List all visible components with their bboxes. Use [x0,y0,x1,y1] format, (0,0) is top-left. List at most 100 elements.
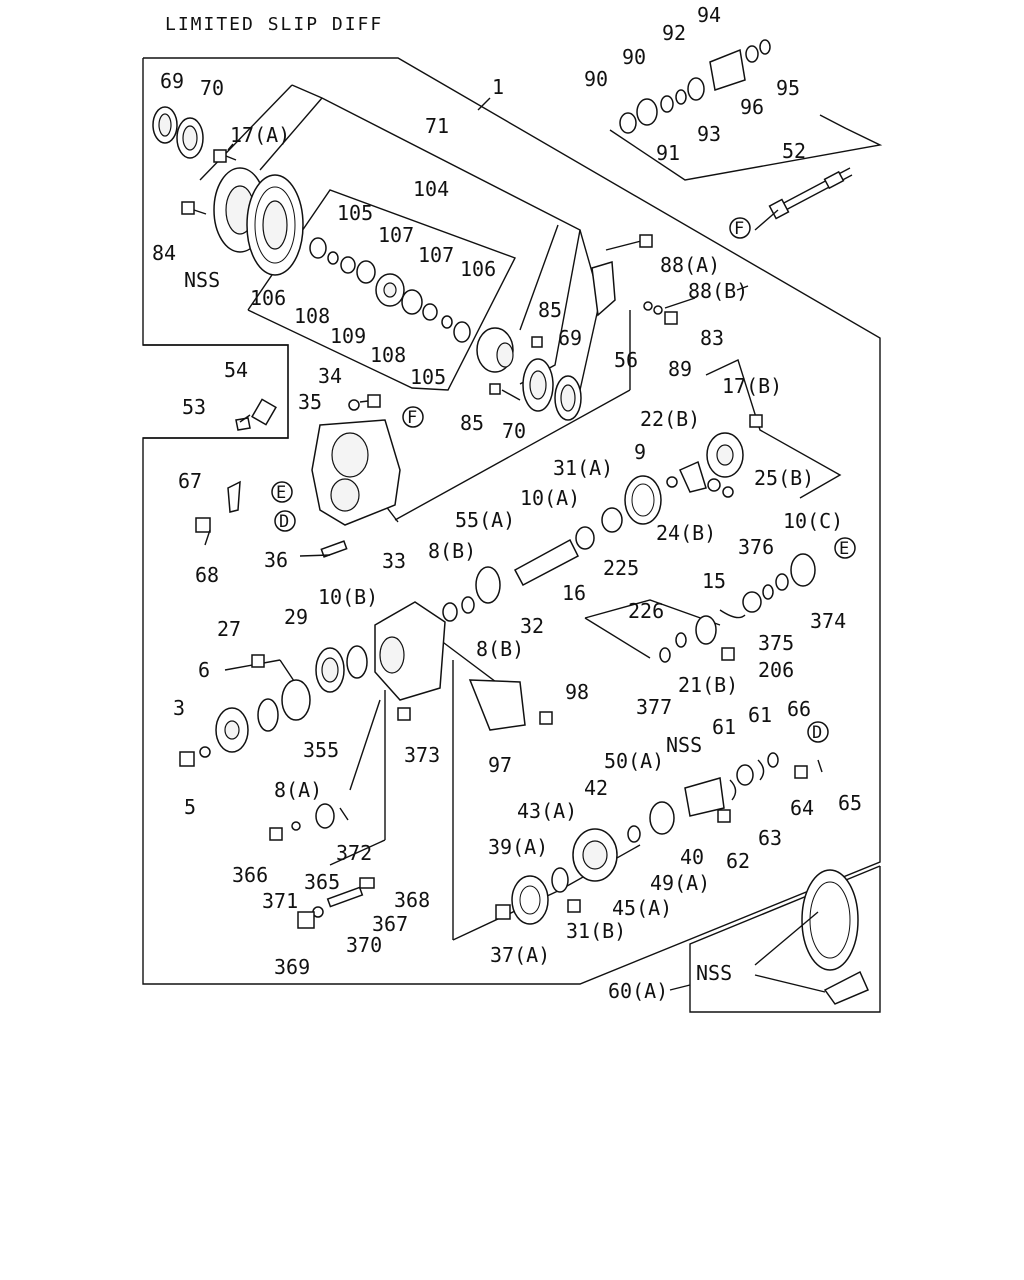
cover-6 [215,707,249,753]
part-label: 105 [410,365,446,389]
part-label: 371 [262,889,298,913]
part-label: 56 [614,348,638,372]
ring-61a [729,779,737,801]
nut-37a [495,904,511,920]
cover-43a [572,828,618,882]
transfer-case-33 [374,601,446,701]
gear-32 [475,566,501,604]
stud-box [143,344,289,439]
cap-373 [397,707,411,721]
part-label: 368 [394,888,430,912]
part-label: 42 [584,776,608,800]
bearing-retainer-bracket [705,359,842,499]
part-label: 33 [382,549,406,573]
spring-367 [326,886,364,908]
bearing-90b [636,98,658,126]
part-label: 95 [776,76,800,100]
ring-24b [707,478,721,492]
bolt-27 [251,654,265,668]
part-label: 1 [492,75,504,99]
gear-21b [695,615,717,645]
ref-circle-e2: E [834,537,856,559]
plug-369 [297,911,315,929]
part-label: 21(B) [678,673,738,697]
spider-gear-box [247,189,516,391]
sensor-365 [315,803,335,829]
bearing-cap-56 [591,234,653,317]
shim-377 [675,632,687,648]
part-label: 43(A) [517,799,577,823]
seal-8a [257,698,279,732]
plug-68 [195,517,211,533]
clutch-107a [356,260,376,284]
ref-letter: D [812,723,822,743]
pin-65 [817,759,823,773]
spacer-42 [627,825,641,843]
part-label: 355 [303,738,339,762]
part-label: 34 [318,364,342,388]
part-label: 98 [565,680,589,704]
ring-gear-nss [246,174,304,276]
part-label: 40 [680,845,704,869]
ref-letter: D [279,512,289,532]
part-label: 225 [603,556,639,580]
part-label: 25(B) [754,466,814,490]
part-label: 108 [370,343,406,367]
plate-355 [281,679,311,721]
part-label: 366 [232,863,268,887]
part-label: 88(A) [660,253,720,277]
ref-circle-f1: F [729,217,751,239]
bearing-10b [346,645,368,679]
part-label: 91 [656,141,680,165]
ref-circle-d1: D [274,510,296,532]
part-label: 50(A) [604,749,664,773]
part-label: 17(B) [722,374,782,398]
part-label: 373 [404,743,440,767]
part-label: 39(A) [488,835,548,859]
part-label: 8(B) [476,637,524,661]
part-label: 367 [372,912,408,936]
part-label: 36 [264,548,288,572]
snap-ring-92 [675,89,687,105]
part-label: 107 [378,223,414,247]
part-label: 90 [584,67,608,91]
part-label: 31(A) [553,456,613,480]
bolt-34 [359,394,381,408]
bearing-cone-70b [522,358,554,412]
part-label: 29 [284,605,308,629]
bolt-45a [567,899,581,913]
oil-seal-90a [619,112,637,134]
bearing-10c [790,553,816,587]
part-label: 52 [782,139,806,163]
shim-bracket [584,599,721,659]
part-label: 377 [636,695,672,719]
shift-fork-97 [468,679,526,731]
spider-109 [375,273,405,307]
part-label: 32 [520,614,544,638]
bearing-cone-70 [176,117,204,159]
gear-31a [624,475,662,525]
part-label: 109 [330,324,366,348]
part-label: 104 [413,177,449,201]
washer-5 [199,746,211,758]
bolt-368 [359,877,375,889]
part-label: 10(C) [783,509,843,533]
bolt-85a [531,336,543,348]
bolt-62 [717,809,731,823]
washer-108b [422,303,438,321]
ref-circle-f2: F [402,406,424,428]
part-label: 365 [304,870,340,894]
part-label: 5 [184,795,196,819]
part-label: 92 [662,21,686,45]
bearing-cup-69 [152,106,178,144]
diff-case-box [199,84,601,391]
bolt-17a [213,149,237,163]
part-label: 108 [294,304,330,328]
part-label: 6 [198,658,210,682]
bearing-cup-69b [554,375,582,421]
ref-letter: F [407,408,417,428]
part-label: 64 [790,796,814,820]
pinion-gear-set-nss [823,970,869,1005]
washer-9 [666,476,678,488]
part-label: 22(B) [640,407,700,431]
